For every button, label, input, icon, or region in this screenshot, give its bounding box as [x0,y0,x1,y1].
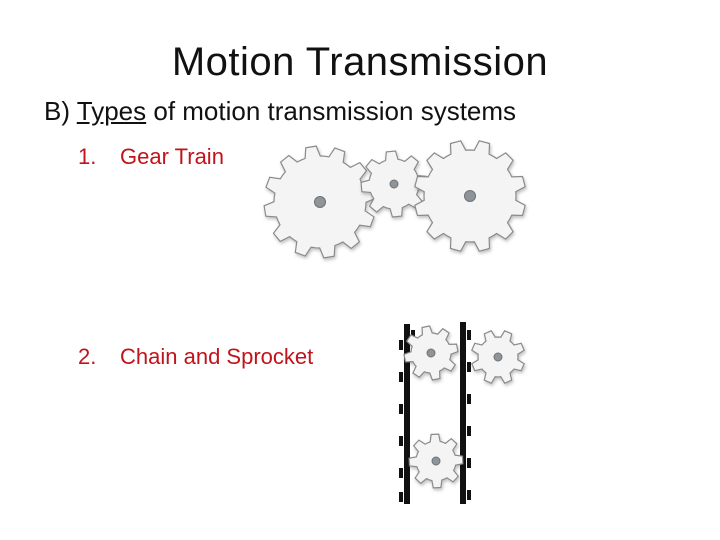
gear-icon [408,433,464,489]
gear-train-illustration [263,140,526,259]
list-item-number: 1. [78,144,97,169]
subtitle-rest: of motion transmission systems [146,96,517,126]
list-item-chain-and-sprocket: 2. Chain and Sprocket [78,344,313,370]
gear-icon [403,325,459,381]
subtitle-underlined-word: Types [76,96,147,126]
chain-and-sprocket-illustration [399,322,525,504]
chain-icon [399,322,471,504]
list-item-gear-train: 1. Gear Train [78,144,224,170]
list-item-label: Gear Train [120,144,224,169]
subtitle-prefix: B) [44,96,77,126]
slide-subtitle: B) Types of motion transmission systems [44,96,516,127]
gear-icon [263,145,377,259]
gear-icon [471,330,525,384]
gear-icon [414,140,526,252]
gear-icon [360,150,428,218]
list-item-label: Chain and Sprocket [120,344,314,369]
slide-title: Motion Transmission [171,40,549,84]
list-item-number: 2. [78,344,97,369]
